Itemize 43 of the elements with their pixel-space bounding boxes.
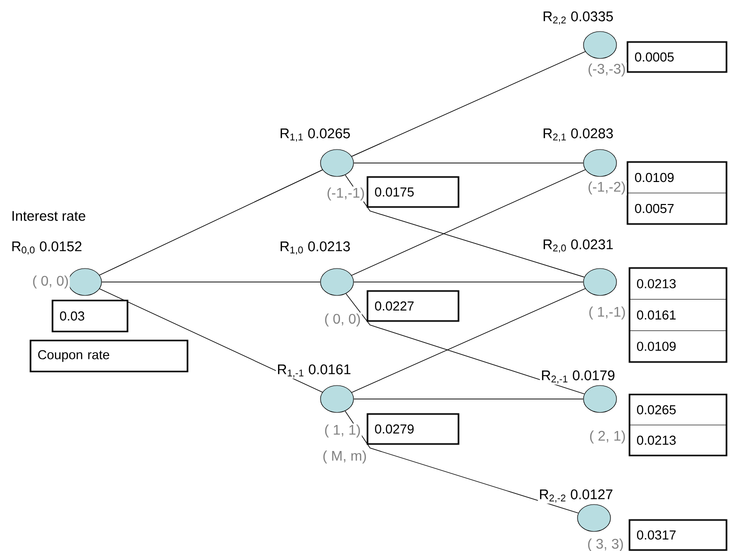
value-box: 0.0265 0.0213 bbox=[628, 394, 728, 456]
rate-label: R$_{1,-1}$ 0.0161 bbox=[276, 363, 352, 379]
coordinate-label: ( M, m) bbox=[321, 449, 368, 465]
connector-line bbox=[99, 170, 323, 276]
connector-line bbox=[351, 51, 586, 157]
rate-label: R$_{0,0}$ 0.0152 bbox=[10, 240, 84, 256]
tree-node bbox=[320, 385, 354, 413]
rate-label: R$_{2,0}$ 0.0231 bbox=[542, 238, 614, 254]
tree-node bbox=[583, 149, 617, 177]
tree-node bbox=[583, 31, 617, 59]
connector-line bbox=[344, 410, 579, 514]
value-box: 0.0005 bbox=[626, 41, 728, 73]
connector-line bbox=[99, 288, 323, 393]
rate-label: R$_{2,-2}$ 0.0127 bbox=[538, 488, 614, 504]
value-box: 0.0213 0.0161 0.0109 bbox=[628, 267, 728, 363]
rate-label: Interest rate bbox=[10, 210, 87, 222]
rate-label: R$_{2,1}$ 0.0283 bbox=[542, 127, 614, 143]
value-box: 0.03 bbox=[52, 300, 128, 332]
rate-label: R$_{1,0}$ 0.0213 bbox=[278, 240, 352, 256]
coordinate-label: ( 1, 1) bbox=[323, 423, 362, 439]
tree-node bbox=[583, 268, 617, 296]
connector-line bbox=[353, 398, 584, 400]
connector-line bbox=[353, 162, 584, 164]
coordinate-label: ( 2, 1) bbox=[588, 429, 627, 445]
rate-label: R$_{1,1}$ 0.0265 bbox=[278, 127, 352, 143]
value-box: 0.0317 bbox=[628, 519, 728, 551]
value-box: 0.0279 bbox=[366, 413, 460, 445]
tree-node bbox=[68, 268, 102, 296]
tree-node bbox=[320, 268, 354, 296]
coordinate-label: ( 1,-1) bbox=[587, 305, 627, 321]
value-box: 0.0109 0.0057 bbox=[626, 161, 728, 225]
coordinate-label: ( 0, 0) bbox=[31, 274, 70, 290]
coordinate-label: (-1,-1) bbox=[326, 186, 366, 202]
coordinate-label: (-1,-2) bbox=[586, 180, 627, 196]
rate-label: R$_{2,2}$ 0.0335 bbox=[542, 10, 614, 26]
tree-node bbox=[320, 149, 354, 177]
tree-node bbox=[583, 385, 617, 413]
value-box: Coupon rate bbox=[30, 340, 188, 372]
tree-node bbox=[577, 504, 611, 532]
coordinate-label: (-3,-3) bbox=[586, 62, 627, 78]
rate-label: R$_{2,-1}$ 0.0179 bbox=[540, 369, 616, 385]
value-box: 0.0227 bbox=[366, 290, 460, 322]
coordinate-label: ( 0, 0) bbox=[323, 312, 362, 328]
